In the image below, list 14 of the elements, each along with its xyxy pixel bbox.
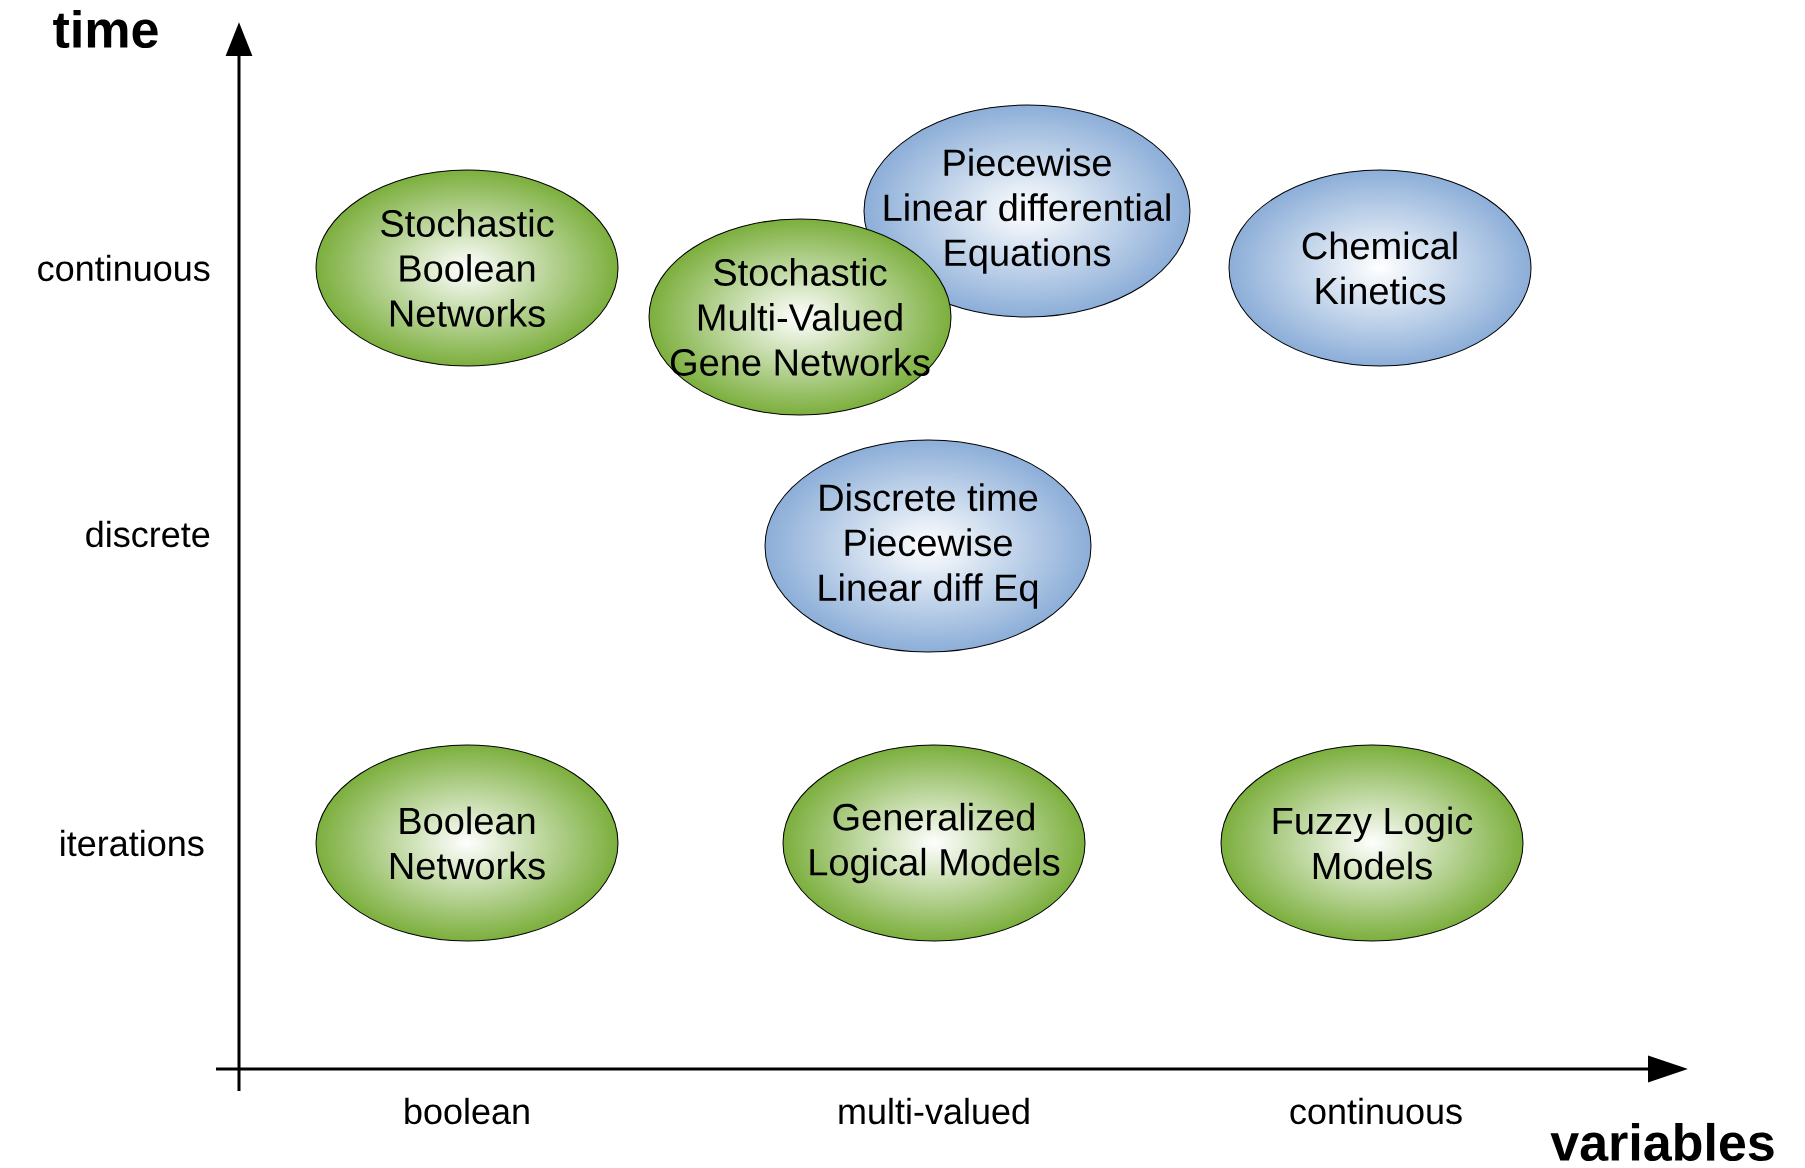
ellipse-node: Chemical Kinetics [1228, 169, 1532, 367]
axis-title: time [53, 9, 158, 49]
ellipse-node: Stochastic Boolean Networks [315, 169, 619, 367]
ellipse-node: Generalized Logical Models [782, 744, 1086, 942]
axis-label: boolean [405, 1097, 529, 1125]
ellipse-node: Fuzzy Logic Models [1220, 744, 1524, 942]
axis-label: iterations [61, 829, 204, 857]
axis-label: continuous [38, 254, 210, 282]
axis-label: continuous [1290, 1097, 1462, 1125]
axis-label: discrete [86, 520, 210, 548]
ellipse-node: Discrete time Piecewise Linear diff Eq [764, 439, 1092, 653]
ellipse-node: Boolean Networks [315, 744, 619, 942]
axis-label: multi-valued [839, 1097, 1029, 1125]
axis-title: variables [1550, 1122, 1774, 1162]
